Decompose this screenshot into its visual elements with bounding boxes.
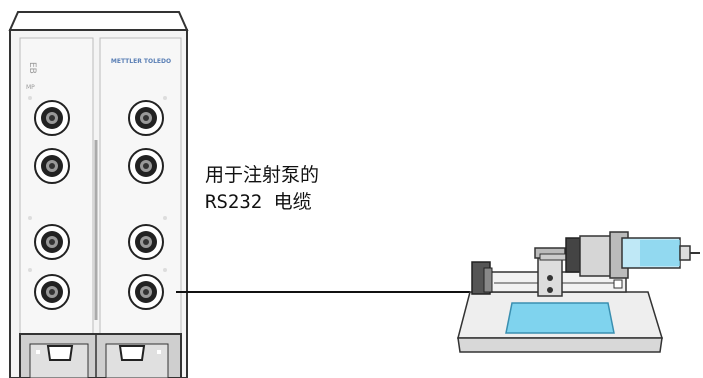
controller-bottom-tray <box>19 333 182 378</box>
serial-port-right <box>118 345 146 361</box>
serial-port-left <box>46 345 74 361</box>
device-model-text: EB <box>27 62 37 74</box>
connector-right-1 <box>128 100 164 136</box>
device-submodel-text: MP <box>26 84 35 91</box>
syringe-pump <box>457 231 700 353</box>
connector-left-2 <box>34 148 70 184</box>
connector-right-4-rs232-port <box>128 274 164 310</box>
cable-label-line2: RS232 电缆 <box>205 191 312 213</box>
cable-label-line1: 用于注射泵的 <box>205 164 320 186</box>
connector-left-3 <box>34 224 70 260</box>
connector-left-1 <box>34 100 70 136</box>
connector-right-2 <box>128 148 164 184</box>
controller-device: METTLER TOLEDO EB MP <box>8 11 189 378</box>
device-brand-text: METTLER TOLEDO <box>111 58 171 65</box>
pump-display-screen <box>505 302 615 334</box>
connector-left-4 <box>34 274 70 310</box>
connector-right-3 <box>128 224 164 260</box>
